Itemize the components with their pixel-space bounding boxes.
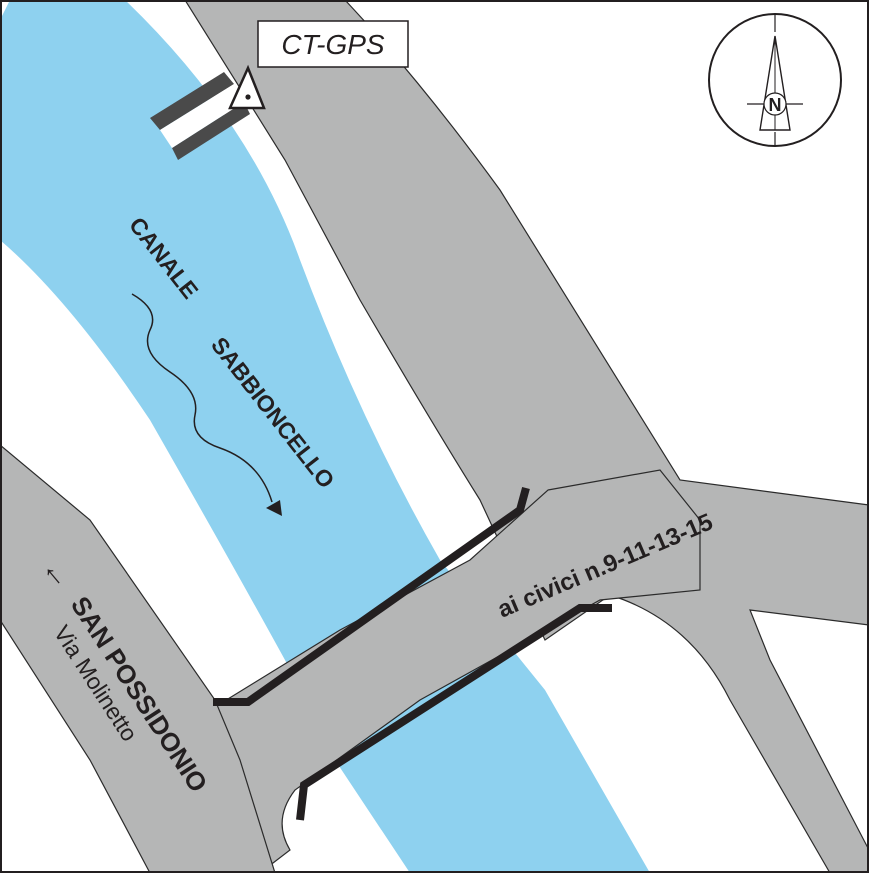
road-via-molinetto: [0, 444, 276, 873]
bridge-rail-north: [213, 486, 530, 706]
bridge-rails: [213, 486, 612, 821]
bridge-rail-south: [296, 604, 612, 821]
ct-gps-label: CT-GPS: [281, 29, 385, 60]
footbridge: [150, 72, 250, 160]
ct-gps-label-box: CT-GPS: [257, 20, 409, 68]
flow-direction-arrow-icon: [131, 293, 282, 516]
compass-north-label: N: [769, 95, 782, 115]
gps-marker-icon: [228, 64, 266, 110]
road-diagonal-north: [184, 0, 869, 873]
compass-icon: N: [708, 13, 842, 147]
